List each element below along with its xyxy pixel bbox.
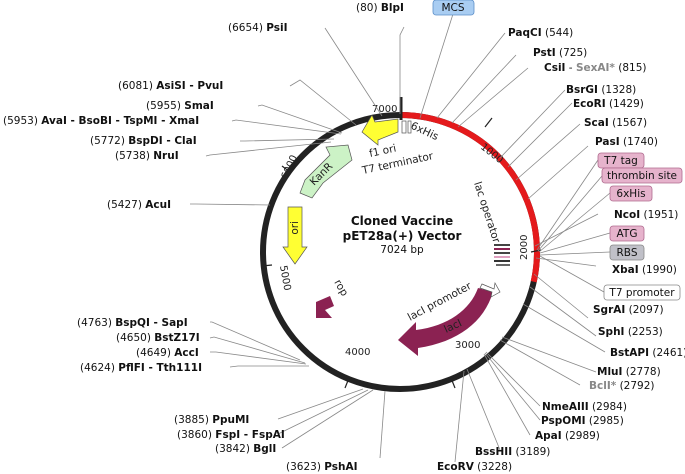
tick-label-3000: 3000 — [455, 340, 480, 351]
site-label: BclI* (2792) — [589, 380, 655, 392]
lac-operator-label: lac operator — [471, 180, 502, 245]
tick-label-1000: 1000 — [478, 142, 505, 166]
t7-promoter-box — [603, 284, 681, 301]
site-label: PspOMI (2985) — [541, 415, 624, 427]
map-subtitle: pET28a(+) Vector — [343, 229, 462, 243]
site-label: BstAPI (2461) — [610, 347, 685, 359]
rop-label: rop — [331, 278, 350, 299]
mcs-box — [432, 0, 475, 16]
site-label: PaqCI (544) — [508, 27, 573, 39]
leader-lines — [190, 13, 611, 463]
his6-box — [609, 185, 653, 202]
atg-label: ATG — [617, 228, 638, 240]
site-label: (4763) BspQI - SapI — [77, 317, 188, 329]
site-label: (5772) BspDI - ClaI — [90, 135, 197, 147]
site-label: (5427) AcuI — [107, 199, 171, 211]
site-label: XbaI (1990) — [612, 264, 677, 276]
site-label: (6081) AsiSI - PvuI — [118, 80, 223, 92]
site-label: PstI (725) — [533, 47, 587, 59]
tick-label-6000: 6000 — [280, 153, 300, 181]
site-label: EcoRV (3228) — [437, 461, 512, 473]
his6-inner-label: 6xHis — [409, 120, 441, 143]
tick-mark-5000 — [261, 264, 273, 267]
feature-arrows — [282, 114, 510, 356]
t7-promoter-label: T7 promoter — [608, 287, 675, 299]
site-label: MluI (2778) — [597, 366, 661, 378]
site-label: (5738) NruI — [115, 150, 179, 162]
tick-marks — [261, 97, 542, 389]
insert-arc — [400, 112, 540, 283]
thrombin-site-box — [601, 167, 683, 184]
mcs-label: MCS — [441, 2, 464, 14]
site-label: CsiI - SexAI* (815) — [544, 62, 647, 74]
laci-promoter-arrow — [479, 281, 501, 298]
feature-boxes: MCS T7 tag thrombin site 6xHis ATG RBS T… — [432, 0, 683, 301]
site-label: (5953) AvaI - BsoBI - TspMI - XmaI — [3, 115, 199, 127]
site-label: (3885) PpuMI — [174, 414, 249, 426]
tick-mark-6000 — [281, 165, 291, 173]
site-label: SphI (2253) — [598, 326, 663, 338]
map-size: 7024 bp — [380, 244, 424, 256]
tick-mark-2000 — [530, 249, 542, 253]
rbs-box — [609, 244, 645, 261]
site-label: (3860) FspI - FspAI — [177, 429, 285, 441]
site-label: BsrGI (1328) — [566, 84, 636, 96]
site-label: (3623) PshAI — [286, 461, 358, 473]
laci-arrow — [398, 288, 493, 356]
site-label: (3842) BglI — [215, 443, 276, 455]
site-label: ApaI (2989) — [535, 430, 600, 442]
f1-ori-arrow — [361, 114, 399, 146]
site-label: (80) BlpI — [356, 2, 404, 14]
site-label: NmeAIII (2984) — [542, 401, 627, 413]
site-label: ScaI (1567) — [584, 117, 647, 129]
right-site-labels: PaqCI (544) PstI (725) CsiI - SexAI* (81… — [437, 27, 685, 473]
ori-label: ori — [289, 221, 301, 235]
site-label: (4649) AccI — [136, 347, 199, 359]
his6-marker — [407, 120, 412, 134]
ori-arrow — [282, 206, 308, 265]
tick-labels: 7000 1000 2000 3000 4000 5000 6000 — [277, 104, 530, 358]
site-label: BssHII (3189) — [475, 446, 550, 458]
map-title: Cloned Vaccine — [351, 214, 453, 228]
tick-mark-1000 — [484, 117, 493, 128]
site-label: (4624) PflFI - Tth111I — [80, 362, 202, 374]
small-feature-stack — [494, 244, 510, 266]
tick-mark-4000 — [344, 377, 350, 389]
rop-arrow — [316, 296, 334, 318]
site-label: NcoI (1951) — [614, 209, 678, 221]
thrombin-site-label: thrombin site — [607, 170, 677, 182]
site-label: SgrAI (2097) — [593, 304, 664, 316]
site-label: (4650) BstZ17I — [116, 332, 200, 344]
site-label: EcoRI (1429) — [573, 98, 644, 110]
f1-ori-label: f1 ori — [368, 143, 397, 160]
site-label: (6654) PsiI — [228, 22, 288, 34]
t7-tag-label: T7 tag — [603, 155, 638, 167]
tick-mark-3000 — [450, 377, 456, 389]
t7-terminator-marker — [401, 120, 407, 134]
tick-label-5000: 5000 — [277, 265, 292, 292]
site-label: PasI (1740) — [595, 136, 658, 148]
tick-label-4000: 4000 — [345, 347, 370, 358]
tick-label-2000: 2000 — [519, 235, 530, 260]
his6-box-label: 6xHis — [616, 188, 645, 200]
tick-label-7000: 7000 — [372, 104, 397, 115]
site-label: (5955) SmaI — [146, 100, 214, 112]
kanr-arrow — [299, 144, 353, 199]
left-site-labels: (80) BlpI (6654) PsiI (6081) AsiSI - Pvu… — [3, 2, 404, 473]
rbs-label: RBS — [617, 247, 638, 259]
atg-box — [609, 225, 645, 242]
